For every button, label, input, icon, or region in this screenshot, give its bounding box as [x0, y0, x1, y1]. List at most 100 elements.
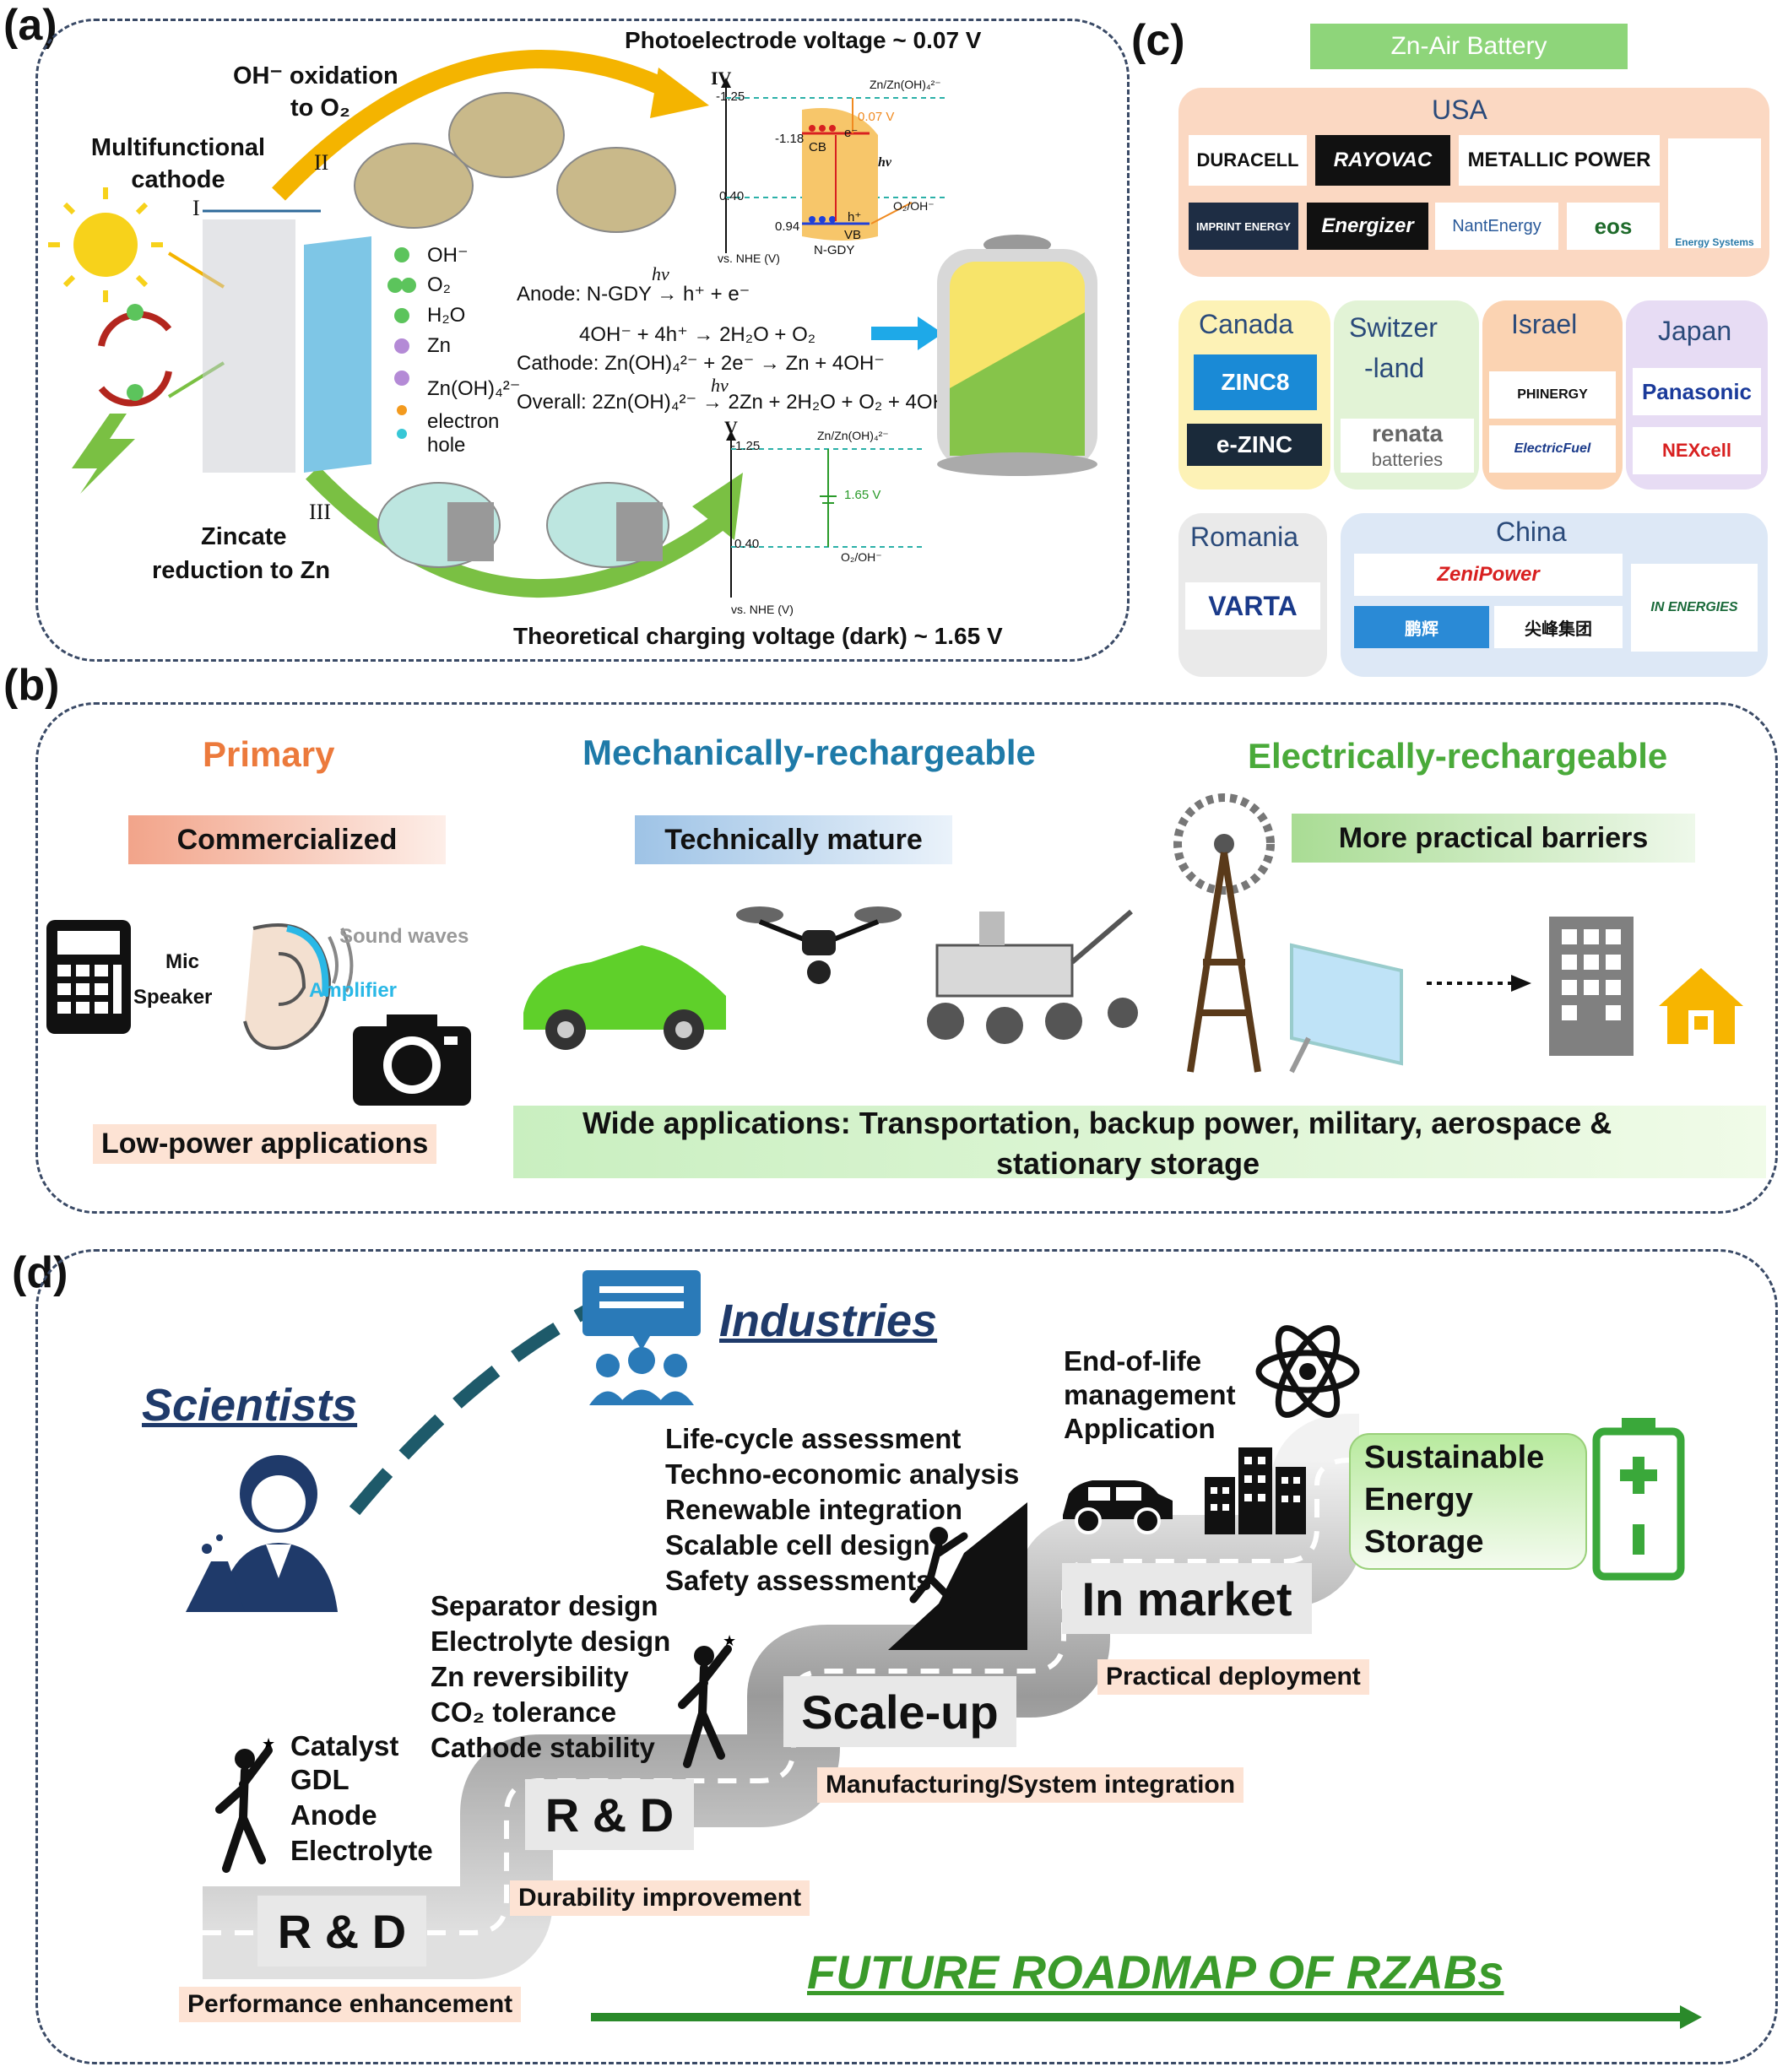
- battery-full-icon: [1592, 1418, 1685, 1581]
- logo-in-energies: IN ENERGIES: [1631, 564, 1758, 652]
- wide-applications-line2: stationary storage: [996, 1146, 1260, 1181]
- hv-overall: hv: [711, 375, 729, 396]
- iv-hv: hv: [878, 155, 891, 170]
- industries-title: Industries: [719, 1296, 938, 1346]
- iv-photo: 0.07 V: [858, 110, 895, 124]
- lightning-icon: [72, 414, 135, 494]
- mature-banner: Technically mature: [635, 815, 952, 864]
- wide-applications-banner: [513, 1106, 1766, 1178]
- panel-a-frame: [35, 19, 1130, 662]
- roman-i: I: [192, 196, 200, 220]
- svg-text:★: ★: [723, 1632, 736, 1650]
- logo-energizer: Energizer: [1307, 203, 1428, 250]
- zincate-label: Zincate: [201, 523, 287, 550]
- wide-applications-line1: Wide applications: Transportation, backu…: [582, 1106, 1612, 1140]
- iv-vb: 0.94: [775, 219, 800, 234]
- legend-h2o: H₂O: [427, 304, 466, 327]
- list-1-item-2: Anode: [290, 1799, 377, 1831]
- legend-o2: O₂: [427, 273, 451, 296]
- list-4-item-0: End-of-life: [1064, 1345, 1202, 1377]
- equation-cathode: Cathode: Zn(OH)₄²⁻ + 2e⁻ → Zn + 4OH⁻: [517, 352, 885, 375]
- house-icon: [1659, 968, 1743, 1044]
- iv-axis: vs. NHE (V): [718, 252, 780, 265]
- list-3-item-0: Life-cycle assessment: [665, 1423, 962, 1454]
- list-3-item-4: Safety assessments: [665, 1565, 932, 1596]
- logo-jianfeng: 尖峰集团: [1494, 606, 1623, 648]
- legend-hole: hole: [427, 434, 466, 457]
- logo-zenipower: ZeniPower: [1354, 554, 1623, 596]
- logo-great-power: 鹏辉: [1354, 606, 1489, 648]
- solar-panel-icon: [1289, 943, 1403, 1074]
- sustainable-line-3: Storage: [1364, 1524, 1484, 1560]
- industries-icon: [582, 1270, 701, 1405]
- iv-couple-top: Zn/Zn(OH)₄²⁻: [870, 78, 941, 91]
- barriers-banner: More practical barriers: [1292, 814, 1695, 863]
- v-axis: vs. NHE (V): [731, 603, 794, 616]
- hv-anode: hv: [652, 263, 669, 284]
- iv-mid: 0.40: [719, 189, 745, 203]
- sound-waves-label: Sound waves: [339, 925, 469, 948]
- roman-v: V: [724, 417, 738, 438]
- list-2-item-4: Cathode stability: [431, 1732, 655, 1763]
- sun-icon: [48, 187, 163, 302]
- manufacturing-label: Manufacturing/System integration: [817, 1767, 1244, 1803]
- logo-phinergy: PHINERGY: [1489, 371, 1616, 419]
- iv-vb-label: VB: [844, 228, 862, 242]
- speaker-label: Speaker: [133, 986, 213, 1009]
- calculator-icon: [46, 920, 131, 1034]
- climbing-person-icon: [888, 1502, 1027, 1650]
- v-top: -1.25: [731, 439, 761, 453]
- roman-iii: III: [309, 500, 331, 524]
- v-mid: 0.40: [734, 537, 760, 551]
- svg-text:★: ★: [262, 1735, 275, 1753]
- oh-oxidation-label-2: to O₂: [290, 95, 350, 122]
- country-name-canada: Canada: [1199, 309, 1294, 339]
- band-diagram-v: [726, 430, 925, 598]
- list-3-item-1: Techno-economic analysis: [665, 1458, 1020, 1490]
- list-2-item-0: Separator design: [431, 1590, 658, 1621]
- country-name-switzerland-2: -land: [1364, 353, 1425, 383]
- country-name-usa: USA: [1432, 95, 1487, 125]
- iv-top: -1.25: [716, 89, 745, 104]
- iv-material: N-GDY: [814, 243, 855, 257]
- rover-icon: [927, 909, 1138, 1044]
- rd-step-1: R & D: [257, 1896, 426, 1967]
- car-silhouette-icon: [1063, 1480, 1173, 1534]
- logo-zinc8: ZINC8: [1194, 354, 1317, 410]
- dotted-arrow: [1427, 975, 1531, 992]
- iv-couple-bot: O₂/OH⁻: [893, 199, 935, 213]
- list-3-item-2: Renewable integration: [665, 1494, 963, 1525]
- building-icon: [1549, 917, 1634, 1056]
- durability-label: Durability improvement: [510, 1880, 810, 1916]
- zn-air-title: Zn-Air Battery: [1310, 24, 1628, 69]
- logo-metallic-power: METALLIC POWER: [1459, 135, 1660, 186]
- heading-electrical: Electrically-rechargeable: [1248, 736, 1668, 776]
- logo-nexcell: NEXcell: [1633, 427, 1761, 474]
- windmill-icon: [1173, 793, 1275, 1073]
- oh-oxidation-label: OH⁻ oxidation: [233, 62, 398, 89]
- country-name-romania: Romania: [1190, 522, 1299, 552]
- v-gap: 1.65 V: [844, 488, 881, 502]
- v-couple-bot: O₂/OH⁻: [841, 550, 882, 564]
- sustainable-line-2: Energy: [1364, 1482, 1473, 1517]
- jumping-person-icon: ★: [678, 1632, 736, 1768]
- reaching-person-icon: ★: [215, 1735, 275, 1873]
- list-4-item-2: Application: [1064, 1413, 1216, 1444]
- mic-label: Mic: [165, 950, 200, 973]
- logo-panasonic: Panasonic: [1633, 368, 1761, 415]
- logo-ezinc: e-ZINC: [1187, 424, 1322, 466]
- scientists-title: Scientists: [142, 1380, 358, 1431]
- logo-eos: eos: [1567, 203, 1660, 250]
- sustainable-line-1: Sustainable: [1364, 1440, 1545, 1475]
- legend-markers: [387, 247, 416, 439]
- hearing-aid-icon: [243, 923, 354, 1050]
- equation-overall: Overall: 2Zn(OH)₄²⁻ → 2Zn + 2H₂O + O₂ + …: [517, 391, 958, 414]
- equation-anode: Anode: N-GDY → h⁺ + e⁻: [517, 283, 750, 306]
- legend-electron: electron: [427, 410, 500, 433]
- list-2-item-1: Electrolyte design: [431, 1626, 671, 1657]
- camera-icon: [353, 1014, 471, 1106]
- atom-icon: [1255, 1325, 1360, 1418]
- in-market-step: In market: [1062, 1563, 1312, 1634]
- cathode-scene: [48, 187, 371, 494]
